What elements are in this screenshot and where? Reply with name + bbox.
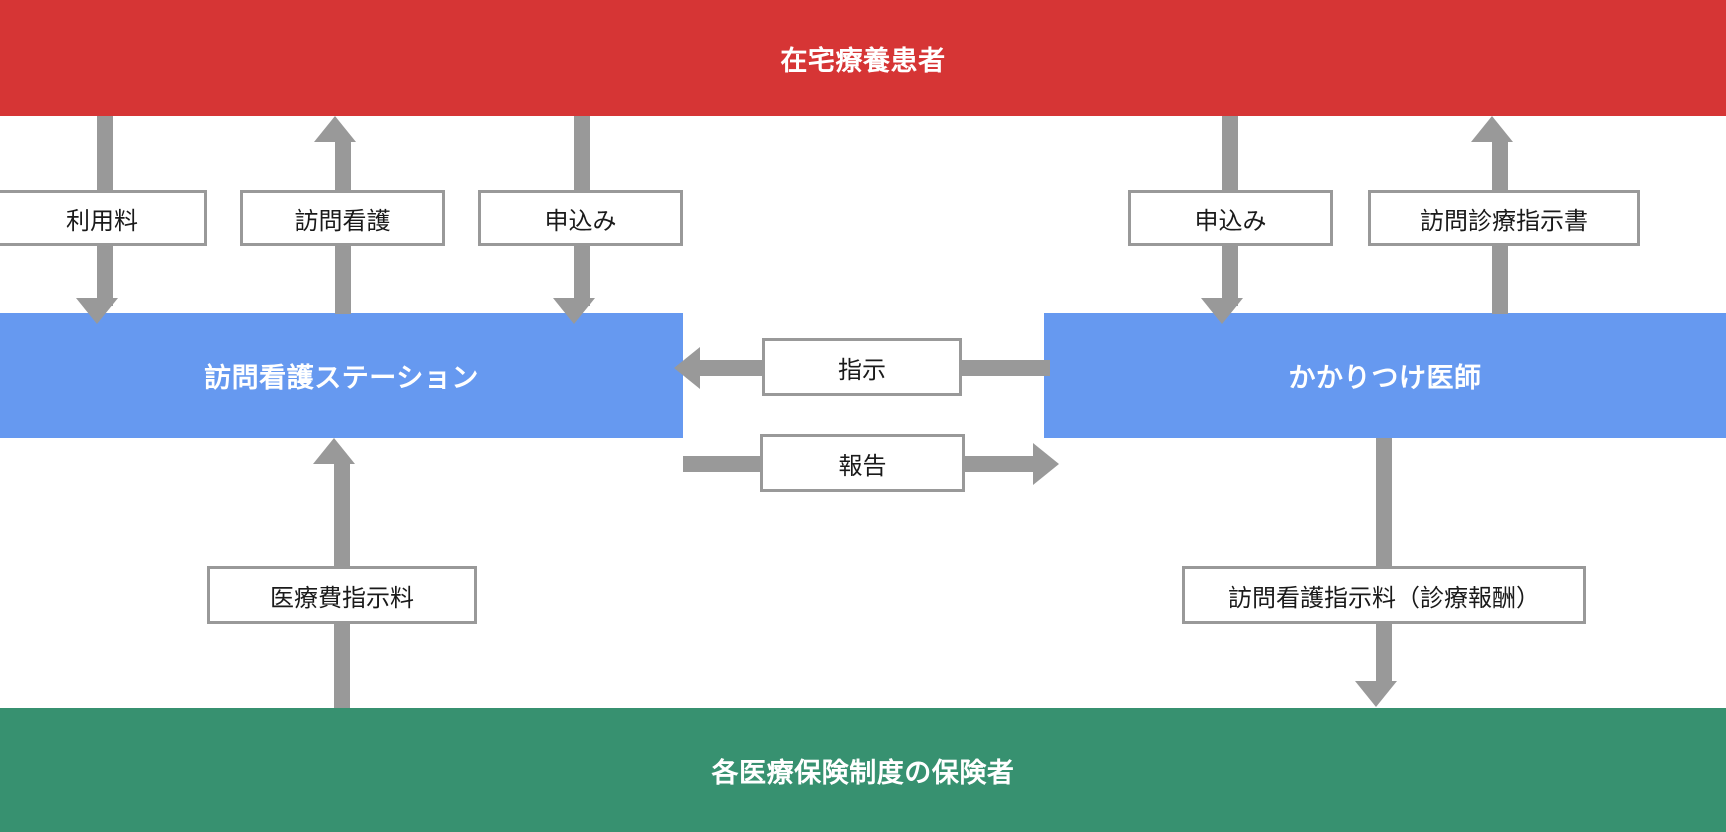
flow-label-application-left: 申込み xyxy=(478,190,683,246)
flow-label-home-nursing: 訪問看護 xyxy=(240,190,445,246)
flow-label-report: 報告 xyxy=(760,434,965,492)
flow-label-medical-fee-order: 医療費指示料 xyxy=(207,566,477,624)
role-band-insurer: 各医療保険制度の保険者 xyxy=(0,708,1726,832)
arrow-head-report xyxy=(1033,443,1059,485)
arrow-head-usage-fee xyxy=(76,298,118,324)
flow-label-application-right: 申込み xyxy=(1128,190,1333,246)
arrow-shaft-nursing-order-fee xyxy=(1376,438,1392,681)
flow-label-medical-order: 訪問診療指示書 xyxy=(1368,190,1640,246)
role-band-patient: 在宅療養患者 xyxy=(0,0,1726,116)
arrow-head-home-nursing xyxy=(314,116,356,142)
arrow-head-application-left xyxy=(553,298,595,324)
role-band-family-doctor: かかりつけ医師 xyxy=(1044,313,1726,438)
role-label-patient: 在宅療養患者 xyxy=(780,45,946,76)
arrow-head-nursing-order-fee xyxy=(1355,681,1397,707)
arrow-head-application-right xyxy=(1201,298,1243,324)
role-label-insurer: 各医療保険制度の保険者 xyxy=(711,757,1015,788)
flow-label-usage-fee: 利用料 xyxy=(0,190,207,246)
role-band-visiting-nurse-station: 訪問看護ステーション xyxy=(0,313,683,438)
flow-label-nursing-order-fee: 訪問看護指示料（診療報酬） xyxy=(1182,566,1586,624)
arrow-head-instruction xyxy=(674,347,700,389)
flow-label-instruction: 指示 xyxy=(762,338,962,396)
arrow-head-medical-order xyxy=(1471,116,1513,142)
arrow-head-medical-fee-order xyxy=(313,438,355,464)
role-label-visiting-nurse-station: 訪問看護ステーション xyxy=(204,363,479,393)
role-label-family-doctor: かかりつけ医師 xyxy=(1288,363,1482,393)
